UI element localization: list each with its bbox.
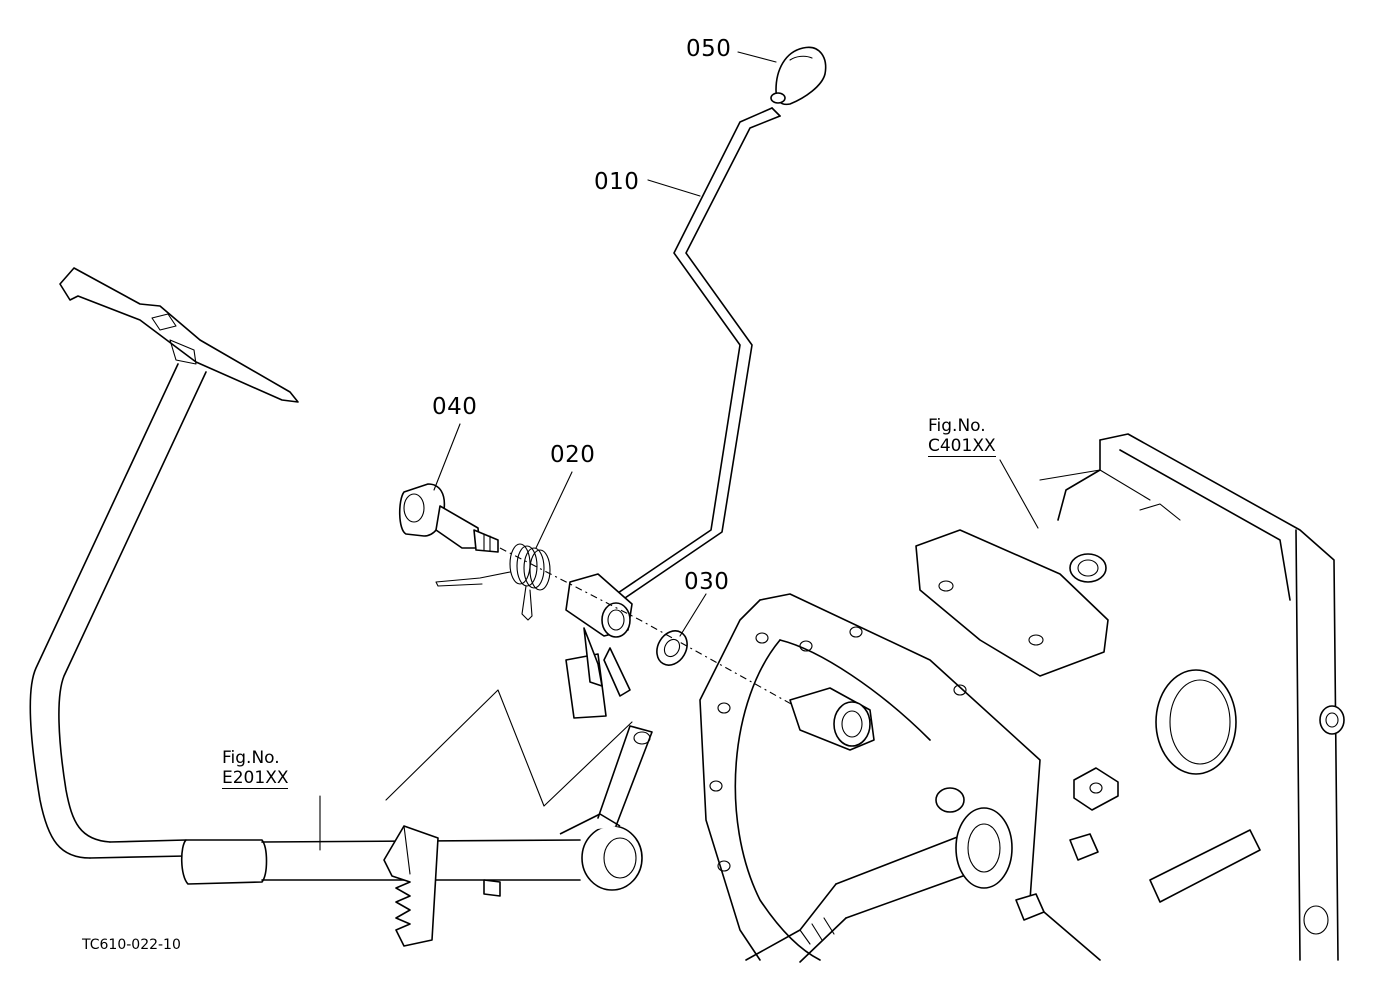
fig-ref-c401[interactable]: Fig.No. C401XX <box>928 418 996 457</box>
part-label-020: 020 <box>550 442 596 468</box>
leader-lines <box>319 51 1039 851</box>
washer-030[interactable] <box>651 625 693 670</box>
pin-040[interactable] <box>398 483 499 553</box>
part-label-040: 040 <box>432 394 478 420</box>
lever-010[interactable] <box>611 107 781 601</box>
fig-ref-c401-code: C401XX <box>928 436 996 457</box>
part-label-010: 010 <box>594 169 640 195</box>
transmission-case <box>699 433 1345 963</box>
fig-ref-e201-code: E201XX <box>222 768 289 789</box>
illustration-code: TC610-022-10 <box>82 937 181 953</box>
assembly-axis <box>499 547 821 721</box>
part-label-030: 030 <box>684 569 730 595</box>
spring-020[interactable] <box>435 543 551 621</box>
pedal-assembly <box>29 267 653 947</box>
part-label-050: 050 <box>686 36 732 62</box>
lever-boss <box>565 573 633 719</box>
knob-050[interactable] <box>770 46 827 106</box>
fig-ref-e201-label: Fig.No. <box>222 748 280 768</box>
fig-ref-e201[interactable]: Fig.No. E201XX <box>222 748 289 789</box>
fig-ref-c401-label: Fig.No. <box>928 416 986 436</box>
